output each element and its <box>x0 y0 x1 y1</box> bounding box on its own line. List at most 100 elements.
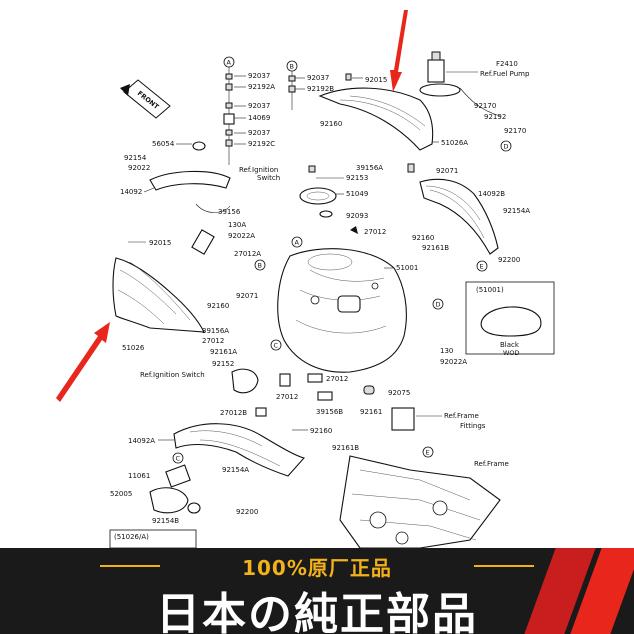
part-number-label: 14069 <box>248 114 270 122</box>
part-number-label: E <box>426 449 430 457</box>
part-number-label: 11061 <box>128 472 150 480</box>
part-number-label: 51026A <box>441 139 468 147</box>
part-number-label: Fittings <box>460 422 486 430</box>
callout-c-mid <box>270 339 282 351</box>
part-number-label: 92093 <box>346 212 368 220</box>
part-number-label: 92152 <box>212 360 234 368</box>
part-number-label: 92200 <box>498 256 520 264</box>
part-number-label: 92161A <box>210 348 237 356</box>
part-number-label: B <box>290 63 294 71</box>
cover-14092a <box>173 423 306 477</box>
bolt-92037-a <box>225 73 233 80</box>
part-number-label: Switch <box>257 174 280 182</box>
part-number-label: Ref.Fuel Pump <box>480 70 530 78</box>
part-number-label: 27012B <box>220 409 247 417</box>
part-number-label: 14092 <box>120 188 142 196</box>
part-number-label: Ref.Ignition <box>239 166 278 174</box>
part-number-label: 92154B <box>152 517 179 525</box>
part-number-label: 92037 <box>248 102 270 110</box>
part-number-label: 92154A <box>503 207 530 215</box>
part-number-label: WOD <box>503 349 520 357</box>
callout-e-right <box>476 260 488 272</box>
part-number-label: 39156A <box>202 327 229 335</box>
part-number-label: C <box>176 455 181 463</box>
part-number-label: 92022A <box>440 358 467 366</box>
part-number-label: 56054 <box>152 140 175 148</box>
part-number-label: 14092B <box>478 190 505 198</box>
callout-c-low <box>172 452 184 464</box>
part-number-label: 92022A <box>228 232 255 240</box>
callout-a-mid <box>291 236 303 248</box>
part-number-label: A <box>227 59 232 67</box>
part-number-label: 51026 <box>122 344 145 352</box>
fuel-cap-51049 <box>299 187 337 205</box>
frame-fitting <box>391 407 415 431</box>
part-number-label: (51026/A) <box>114 533 149 541</box>
part-number-label: 92200 <box>236 508 258 516</box>
callout-e-mid <box>422 446 434 458</box>
part-number-label: 52005 <box>110 490 132 498</box>
front-direction-badge: FRONT <box>120 79 171 119</box>
part-number-label: 92161B <box>332 444 359 452</box>
part-number-label: 92170 <box>504 127 526 135</box>
exploded-parts-diagram: FRONT A B 92037 92192A 92037 14069 92037… <box>56 10 555 548</box>
part-number-label: 14092A <box>128 437 155 445</box>
callout-d-mid <box>432 298 444 310</box>
fuel-pump <box>419 51 501 117</box>
part-number-label: 92015 <box>365 76 387 84</box>
part-number-label: 92161 <box>360 408 382 416</box>
part-number-label: 39156B <box>316 408 343 416</box>
part-number-label: 92075 <box>388 389 410 397</box>
part-number-label: 92153 <box>346 174 368 182</box>
part-number-label: B <box>258 262 262 270</box>
part-number-label: D <box>436 301 441 309</box>
part-number-label: 92192C <box>248 140 275 148</box>
grommet-56054 <box>192 141 206 151</box>
cover-51026a <box>318 73 434 151</box>
part-number-label: 130 <box>440 347 453 355</box>
part-number-label: A <box>295 239 300 247</box>
part-number-label: 92071 <box>236 292 258 300</box>
part-number-label: 92160 <box>320 120 342 128</box>
banner-rule-right <box>474 565 534 567</box>
part-number-label: 92037 <box>307 74 329 82</box>
part-number-label: 92161B <box>422 244 449 252</box>
part-number-label: F2410 <box>496 60 518 68</box>
part-number-label: 27012 <box>326 375 348 383</box>
bracket-14092 <box>149 170 231 191</box>
part-number-label: C <box>274 342 279 350</box>
part-number-label: 27012A <box>234 250 261 258</box>
part-number-label: 92154 <box>124 154 147 162</box>
part-number-label: Black <box>500 341 520 349</box>
part-number-label: 92037 <box>248 129 270 137</box>
part-number-label: 92192 <box>484 113 506 121</box>
part-number-label: 27012 <box>276 393 298 401</box>
part-number-label: 92192B <box>307 85 334 93</box>
callout-b-mid <box>254 259 266 271</box>
red-arrow-top-icon <box>390 10 408 92</box>
part-number-label: Ref.Frame <box>474 460 509 468</box>
part-number-label: 51049 <box>346 190 368 198</box>
part-number-label: 92170 <box>474 102 496 110</box>
part-number-label: 92037 <box>248 72 270 80</box>
red-arrow-left-icon <box>56 322 110 402</box>
banner-subtitle: 100%原厂正品 <box>242 556 392 580</box>
part-number-label: 92015 <box>149 239 171 247</box>
part-number-label: 92160 <box>310 427 332 435</box>
part-number-label: 39156 <box>218 208 241 216</box>
part-number-label: (51001) <box>476 286 504 294</box>
banner-title: 日本の純正部品 <box>156 589 478 634</box>
part-number-label: 92022 <box>128 164 150 172</box>
part-number-label: 92071 <box>436 167 458 175</box>
ignition-switch <box>231 368 259 394</box>
lamp-52005 <box>149 487 189 514</box>
callout-d-top <box>500 140 512 152</box>
part-number-label: 51001 <box>396 264 418 272</box>
frame <box>339 455 501 548</box>
part-number-label: Ref.Frame <box>444 412 479 420</box>
promo-banner: 100%原厂正品 日本の純正部品 <box>0 548 634 634</box>
part-number-label: 92154A <box>222 466 249 474</box>
part-number-label: D <box>504 143 509 151</box>
part-number-label: 92192A <box>248 83 275 91</box>
